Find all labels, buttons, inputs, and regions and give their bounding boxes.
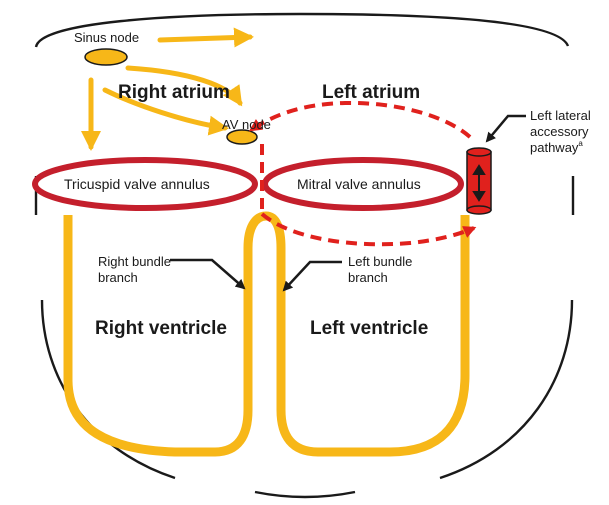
accessory-pathway-icon <box>466 147 492 215</box>
callout-accessory <box>485 114 526 143</box>
outline-bottom <box>254 490 356 499</box>
atria-top-outline <box>34 12 570 48</box>
left-bundle-label-line1: Left bundle <box>348 254 412 269</box>
mitral-valve-annulus <box>262 157 464 211</box>
left-atrium-label: Left atrium <box>322 82 420 103</box>
callout-lines <box>170 114 526 292</box>
right-atrium-label: Right atrium <box>118 82 230 103</box>
heart-outline <box>34 12 575 499</box>
accessory-label-line2: accessory <box>530 124 589 139</box>
double-arrow-icon <box>472 164 486 202</box>
reentry-upper-arc <box>248 100 472 139</box>
right-bundle-label-line2: branch <box>98 270 138 285</box>
sinus-node-label: Sinus node <box>74 30 139 45</box>
sinus-node <box>84 48 128 66</box>
right-bundle-label-line1: Right bundle <box>98 254 171 269</box>
tricuspid-label: Tricuspid valve annulus <box>64 176 210 192</box>
callout-left-bundle <box>282 260 342 292</box>
left-bundle-label-line2: branch <box>348 270 388 285</box>
reentry-lower-arc <box>260 212 477 247</box>
av-node-label: AV node <box>222 117 271 132</box>
arrow-sinus-curve-right <box>125 65 243 107</box>
accessory-label-line1: Left lateral <box>530 108 591 123</box>
right-ventricle-label: Right ventricle <box>95 318 227 339</box>
sinus-conduction-arrows <box>81 27 254 151</box>
tricuspid-valve-annulus <box>32 157 258 211</box>
accessory-label-line3: pathwaya <box>530 139 583 155</box>
outline-right-lower <box>439 299 574 480</box>
accessory-footnote: a <box>578 139 583 148</box>
arrow-sinus-to-left-atrium <box>157 27 254 48</box>
mitral-label: Mitral valve annulus <box>297 176 421 192</box>
left-ventricle-label: Left ventricle <box>310 318 428 339</box>
reentry-circuit <box>248 100 477 247</box>
callout-right-bundle <box>170 258 246 290</box>
arrow-sinus-to-av-node <box>102 87 229 136</box>
av-node <box>226 129 258 145</box>
